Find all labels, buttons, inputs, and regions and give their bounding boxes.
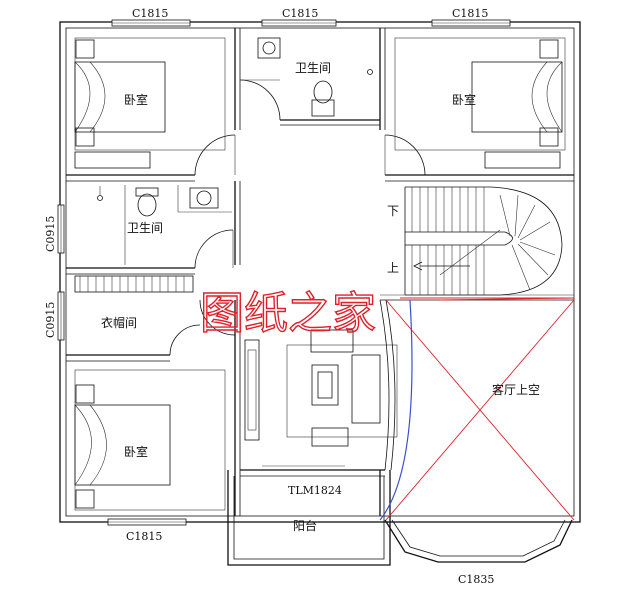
void-boundary bbox=[379, 294, 575, 521]
window-label-top-right: C1815 bbox=[452, 7, 488, 20]
window-markers bbox=[57, 19, 511, 526]
window-label-bottom-left: C1815 bbox=[126, 530, 162, 543]
window-label-top-center: C1815 bbox=[282, 7, 318, 20]
door-label-balcony: TLM1824 bbox=[288, 484, 342, 497]
bed-top-right bbox=[394, 37, 566, 169]
room-label-wardrobe: 衣帽间 bbox=[101, 315, 137, 330]
stair-labels: 下 上 bbox=[387, 204, 399, 275]
room-label-bedroom-top-left: 卧室 bbox=[124, 92, 148, 107]
room-label-bathroom-left: 卫生间 bbox=[127, 221, 163, 235]
room-label-balcony: 阳台 bbox=[293, 518, 317, 533]
stair-label-up: 上 bbox=[387, 261, 399, 275]
bed-top-left bbox=[74, 37, 226, 169]
room-label-bedroom-bottom-left: 卧室 bbox=[124, 444, 148, 459]
window-label-top-left: C1815 bbox=[132, 7, 168, 20]
balcony-door bbox=[262, 465, 345, 471]
window-label-bottom-right: C1835 bbox=[458, 573, 494, 586]
bathroom-fixtures bbox=[97, 37, 373, 217]
window-label-left-upper: C0915 bbox=[44, 216, 57, 252]
staircase bbox=[404, 186, 563, 296]
room-label-bathroom-top: 卫生间 bbox=[295, 61, 331, 75]
room-label-living-void: 客厅上空 bbox=[492, 382, 540, 397]
room-label-bedroom-top-right: 卧室 bbox=[452, 92, 476, 107]
wardrobe-racks bbox=[74, 275, 194, 293]
bed-bottom-left bbox=[74, 369, 226, 511]
stair-label-down: 下 bbox=[387, 204, 399, 218]
doors bbox=[169, 79, 426, 356]
watermark-text: 图纸之家 bbox=[200, 288, 376, 339]
interior-walls bbox=[66, 28, 574, 516]
room-labels: 卧室 卫生间 卧室 卫生间 衣帽间 卧室 客厅上空 阳台 bbox=[101, 61, 540, 533]
window-label-left-lower: C0915 bbox=[44, 302, 57, 338]
living-furniture bbox=[244, 329, 398, 447]
window-labels: C1815 C1815 C1815 C0915 C0915 C1815 C183… bbox=[44, 7, 494, 586]
